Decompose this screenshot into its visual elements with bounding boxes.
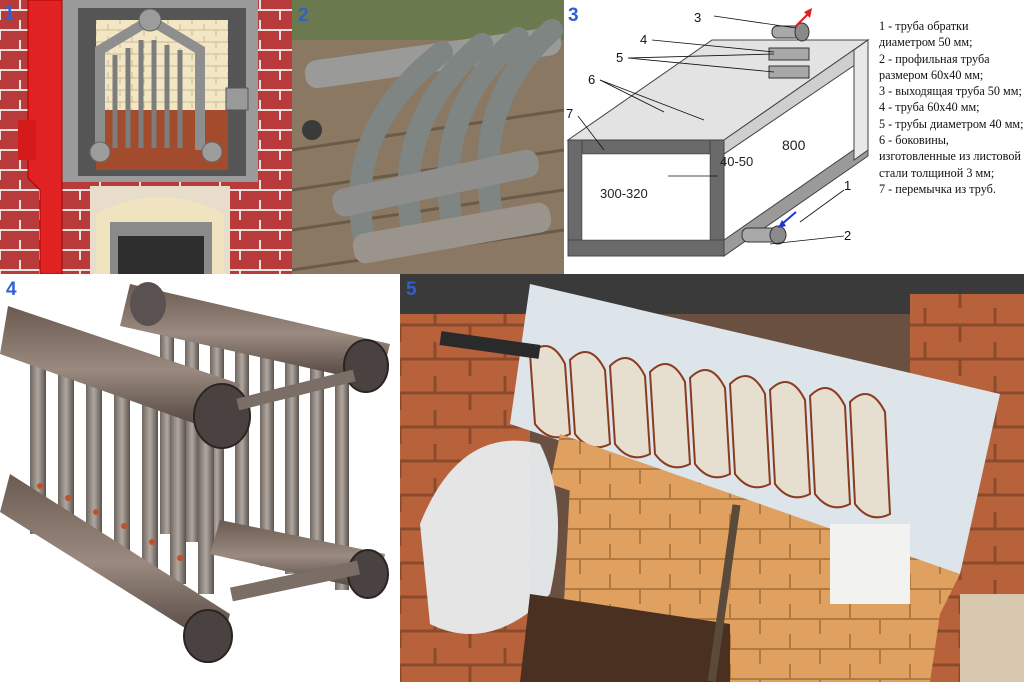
panel-number-1: 1 bbox=[4, 3, 15, 24]
legend-item-2: 2 - профильная труба размером 60х40 мм; bbox=[879, 51, 990, 82]
legend-item-7: 7 - перемычка из труб. bbox=[879, 181, 996, 196]
callout-2: 2 bbox=[844, 228, 851, 243]
welded-register-photo bbox=[0, 282, 390, 663]
callout-1: 1 bbox=[844, 178, 851, 193]
dim-profile-label: 40-50 bbox=[720, 154, 753, 169]
inlet-arrow-icon bbox=[778, 211, 797, 228]
panel-number-4: 4 bbox=[6, 279, 17, 300]
callout-7: 7 bbox=[566, 106, 573, 121]
legend-item-1: 1 - труба обратки диаметром 50 мм; bbox=[879, 19, 973, 50]
panel-number-2: 2 bbox=[298, 5, 309, 26]
diagram-legend: 1 - труба обратки диаметром 50 мм; 2 - п… bbox=[879, 18, 1024, 197]
radiator-in-stove-photo bbox=[400, 274, 1024, 682]
outlet-arrow-icon bbox=[795, 8, 812, 27]
dim-length-label: 800 bbox=[782, 137, 806, 153]
callout-4: 4 bbox=[640, 32, 647, 47]
panel-diagram: 300-320 40-50 800 3 4 5 6 7 1 2 3 bbox=[564, 0, 1024, 274]
panel-number-5: 5 bbox=[406, 279, 417, 300]
exchanger-diagram: 300-320 40-50 800 3 4 5 6 7 1 2 bbox=[566, 8, 870, 257]
panel-welded-register-photo: 4 bbox=[0, 274, 400, 682]
legend-item-5: 5 - трубы диаметром 40 мм; bbox=[879, 116, 1024, 131]
legend-item-3: 3 - выходящая труба 50 мм; bbox=[879, 84, 1022, 99]
legend-item-4: 4 - труба 60х40 мм; bbox=[879, 100, 980, 115]
dim-height-label: 300-320 bbox=[600, 186, 648, 201]
callout-3: 3 bbox=[694, 10, 701, 25]
callout-5: 5 bbox=[616, 50, 623, 65]
stove-cutaway-illustration bbox=[0, 0, 292, 274]
panel-number-3: 3 bbox=[568, 5, 579, 26]
panel-pipe-register-photo: 2 bbox=[292, 0, 564, 274]
panel-stove-cutaway: 1 bbox=[0, 0, 292, 274]
pipe-register-photo bbox=[292, 0, 564, 274]
callout-6: 6 bbox=[588, 72, 595, 87]
legend-item-6: 6 - боковины, изготовленные из листовой … bbox=[879, 133, 1021, 180]
panel-radiator-in-stove-photo: 5 bbox=[400, 274, 1024, 682]
